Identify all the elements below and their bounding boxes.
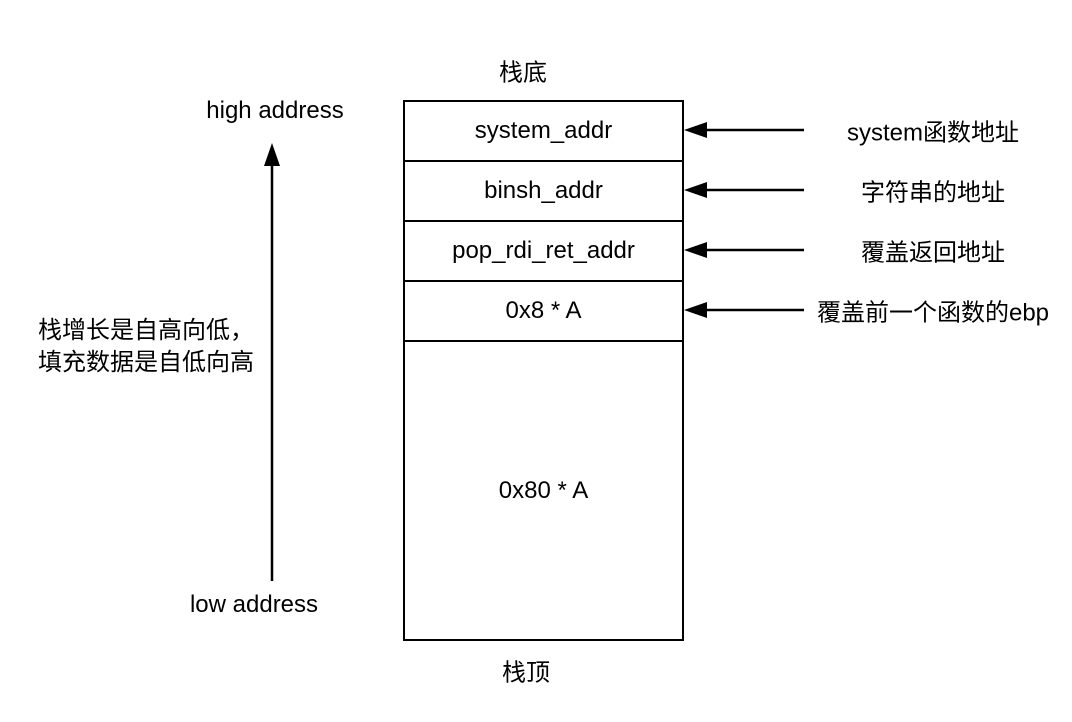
- stack-base-label: 栈底: [499, 59, 547, 87]
- stack-cell-system-addr: system_addr: [405, 102, 682, 162]
- growth-note-line1: 栈增长是自高向低，: [38, 317, 254, 344]
- stack-cell-label: pop_rdi_ret_addr: [452, 237, 635, 264]
- annotation-arrow-system-addr: [684, 122, 804, 138]
- low-address-label: low address: [189, 591, 319, 618]
- annotation-arrow-ebp: [684, 302, 804, 318]
- growth-note: 栈增长是自高向低， 填充数据是自低向高: [38, 315, 254, 379]
- annotation-arrow-return-addr: [684, 242, 804, 258]
- stack-box: system_addr binsh_addr pop_rdi_ret_addr …: [403, 100, 684, 641]
- stack-cell-label: binsh_addr: [484, 177, 603, 204]
- annotation-ebp-overwrite: 覆盖前一个函数的ebp: [816, 299, 1050, 327]
- annotation-return-addr-overwrite: 覆盖返回地址: [861, 239, 1005, 267]
- stack-cell-label: 0x80 * A: [498, 476, 589, 504]
- annotation-arrow-binsh-addr: [684, 182, 804, 198]
- annotation-system-func-addr: system函数地址: [846, 119, 1020, 147]
- stack-cell-pop-rdi-ret-addr: pop_rdi_ret_addr: [405, 222, 682, 282]
- growth-note-line2: 填充数据是自低向高: [38, 349, 254, 376]
- stack-cell-overflow-padding: 0x80 * A: [405, 342, 682, 639]
- annotation-binsh-string-addr: 字符串的地址: [861, 179, 1005, 207]
- stack-top-label: 栈顶: [502, 659, 550, 687]
- growth-direction-arrow: [264, 143, 280, 581]
- stack-cell-label: 0x8 * A: [505, 297, 582, 324]
- stack-cell-ebp-padding: 0x8 * A: [405, 282, 682, 342]
- stack-cell-binsh-addr: binsh_addr: [405, 162, 682, 222]
- high-address-label: high address: [206, 97, 344, 124]
- stack-cell-label: system_addr: [474, 117, 613, 144]
